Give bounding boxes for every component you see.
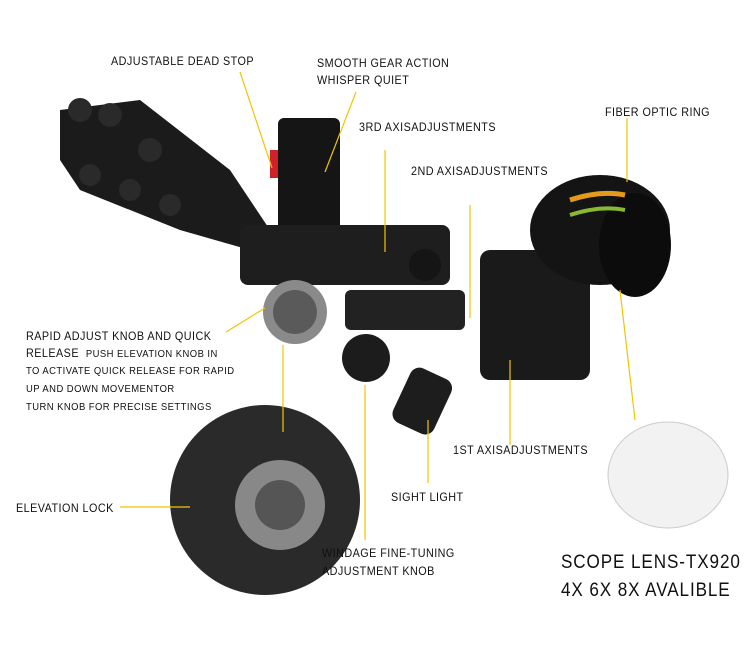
label-elevation-lock: ELEVATION LOCK: [16, 501, 114, 515]
label-windage-line1: WINDAGE FINE-TUNING: [322, 546, 455, 560]
leader-lines: [120, 71, 636, 540]
label-rapid-line4: UP AND DOWN MOVEMENTOR: [26, 383, 175, 395]
label-rapid-release: RELEASE: [26, 346, 79, 360]
label-axis3: 3RD AXISADJUSTMENTS: [359, 120, 496, 134]
scope-lens: [607, 421, 729, 529]
label-rapid-line2: RELEASE PUSH ELEVATION KNOB IN: [26, 344, 218, 363]
label-rapid-line3: TO ACTIVATE QUICK RELEASE FOR RAPID: [26, 365, 235, 377]
gear-rack: [278, 118, 340, 248]
label-axis2: 2ND AXISADJUSTMENTS: [411, 164, 548, 178]
dead-stop-red: [270, 150, 278, 178]
mount-bar: [60, 98, 270, 250]
label-scope-lens: SCOPE LENS-TX920: [561, 552, 741, 573]
label-magnification: 4X 6X 8X AVALIBLE: [561, 580, 731, 601]
label-windage-line2: ADJUSTMENT KNOB: [322, 564, 435, 578]
sight-light: [392, 367, 453, 435]
label-gear-line2: WHISPER QUIET: [317, 73, 410, 87]
label-fiber-optic: FIBER OPTIC RING: [605, 105, 711, 119]
label-sight-light: SIGHT LIGHT: [391, 490, 464, 504]
label-rapid-line1: RAPID ADJUST KNOB AND QUICK: [26, 329, 212, 343]
bracket: [240, 225, 450, 285]
label-axis1: 1ST AXISADJUSTMENTS: [453, 443, 588, 457]
label-rapid-line5: TURN KNOB FOR PRECISE SETTINGS: [26, 401, 212, 413]
scope-housing: [480, 250, 590, 380]
label-gear-line1: SMOOTH GEAR ACTION: [317, 56, 450, 70]
label-dead-stop: ADJUSTABLE DEAD STOP: [111, 54, 255, 68]
windage-knob: [342, 334, 390, 382]
label-rapid-push: PUSH ELEVATION KNOB IN: [85, 348, 218, 360]
